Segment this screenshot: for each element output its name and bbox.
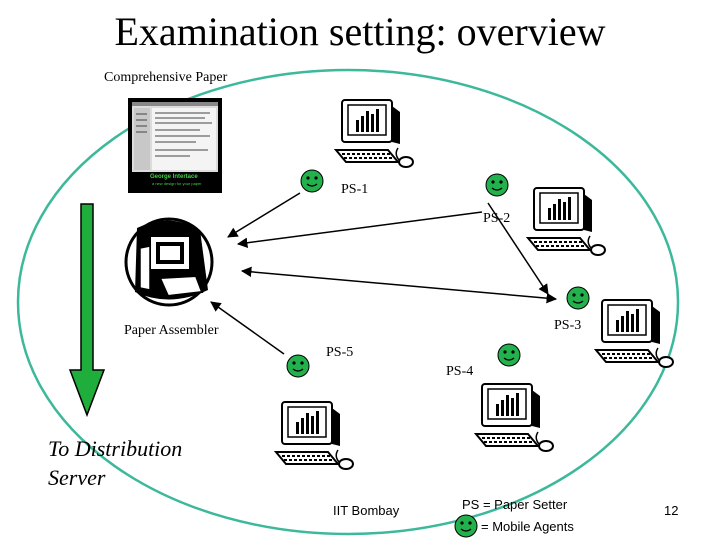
tagline-text: a new design for your paper bbox=[152, 181, 202, 186]
agent-ps5-icon bbox=[286, 354, 310, 378]
brand-text: George Intertace bbox=[150, 174, 198, 180]
computer-ps2 bbox=[527, 187, 606, 256]
paper-assembler-icon bbox=[124, 217, 214, 307]
arrow-ps5-assembler bbox=[210, 301, 285, 355]
agent-ps4-icon bbox=[497, 343, 521, 367]
distribution-label: To Distribution Server bbox=[48, 434, 182, 492]
agent-ps1-icon bbox=[300, 169, 324, 193]
ps1-label: PS-1 bbox=[341, 182, 369, 197]
legend-agents: = Mobile Agents bbox=[481, 519, 574, 534]
computer-ps4 bbox=[475, 383, 554, 452]
legend-ps: PS = Paper Setter bbox=[462, 497, 568, 512]
ps3-label: PS-3 bbox=[554, 318, 582, 333]
computer-ps5 bbox=[275, 401, 354, 470]
arrow-ps1-assembler bbox=[227, 192, 301, 238]
paper-assembler-label: Paper Assembler bbox=[124, 323, 219, 338]
institution-label: IIT Bombay bbox=[333, 503, 400, 518]
agent-ps2-icon bbox=[485, 173, 509, 197]
ps4-label: PS-4 bbox=[446, 364, 474, 379]
legend-agent-icon bbox=[454, 514, 478, 538]
arrow-ps3-assembler bbox=[240, 266, 558, 304]
agent-ps3-icon bbox=[566, 286, 590, 310]
computer-ps1 bbox=[335, 99, 414, 168]
page-title: Examination setting: overview bbox=[114, 9, 606, 54]
distribution-line1: To Distribution bbox=[48, 436, 183, 461]
arrow-assembler-ps2 bbox=[236, 211, 483, 248]
comprehensive-paper-screenshot: George Intertace a new design for your p… bbox=[128, 98, 222, 193]
ps2-label: PS-2 bbox=[483, 211, 511, 226]
distribution-arrow bbox=[68, 203, 106, 418]
page-number: 12 bbox=[664, 503, 679, 518]
boundary-ellipse bbox=[16, 68, 680, 536]
ps5-label: PS-5 bbox=[326, 345, 354, 360]
distribution-line2: Server bbox=[48, 465, 106, 490]
computer-ps3 bbox=[595, 299, 674, 368]
comprehensive-paper-label: Comprehensive Paper bbox=[104, 70, 228, 85]
